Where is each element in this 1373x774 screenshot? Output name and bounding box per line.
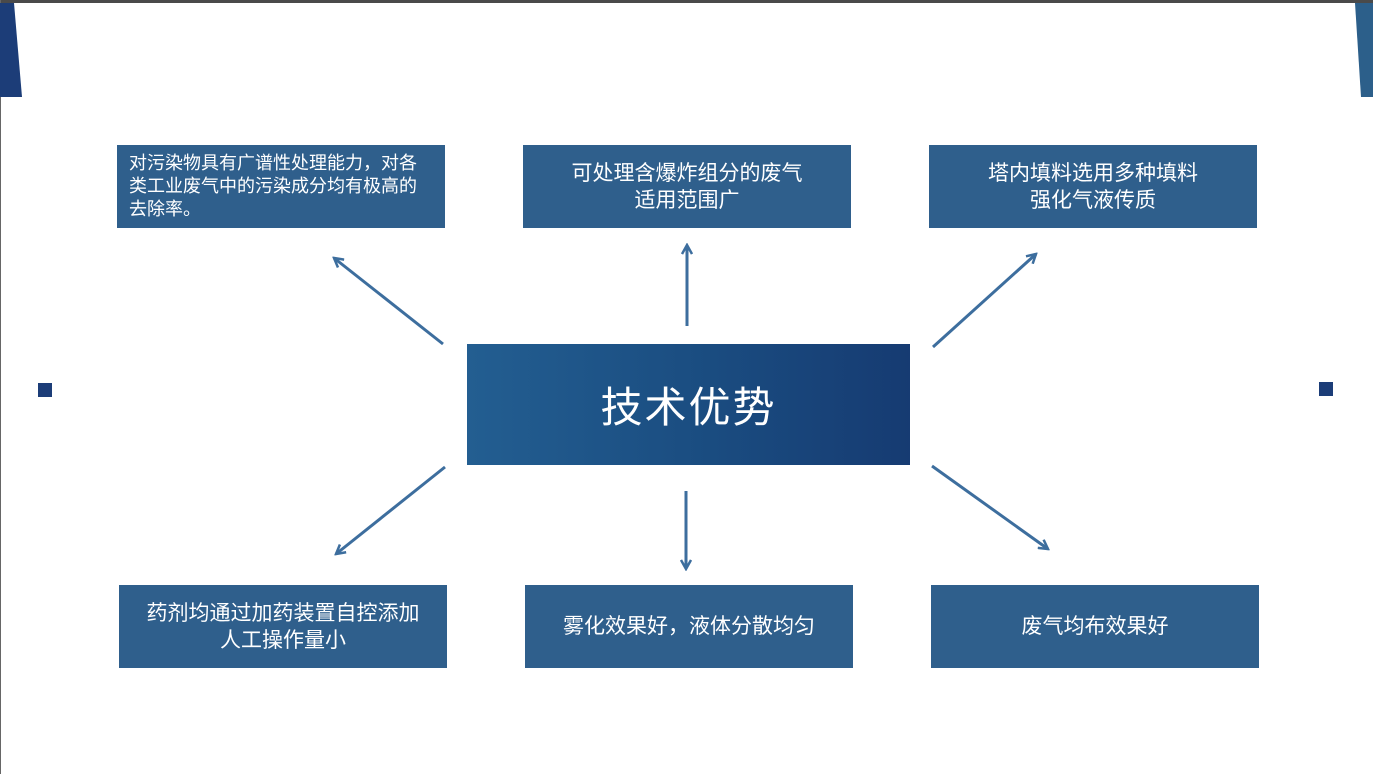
feature-text-packing-line2: 强化气液传质 (1030, 187, 1156, 212)
corner-decoration-right (1353, 3, 1373, 97)
feature-text-explosive-gas-line1: 可处理含爆炸组分的废气 (571, 160, 803, 185)
center-title-box: 技术优势 (467, 344, 910, 465)
feature-text-atomization: 雾化效果好，液体分散均匀 (563, 614, 815, 638)
feature-box-atomization: 雾化效果好，液体分散均匀 (525, 585, 853, 668)
feature-text-packing-line1: 塔内填料选用多种填料 (988, 160, 1198, 185)
feature-box-explosive-gas: 可处理含爆炸组分的废气 适用范围广 (523, 145, 851, 228)
feature-text-auto-dosing-line2: 人工操作量小 (220, 627, 346, 652)
top-border (0, 0, 1373, 3)
corner-decoration-left (0, 3, 24, 97)
feature-text-explosive-gas-line2: 适用范围广 (634, 187, 740, 212)
left-border (0, 0, 1, 774)
bullet-square-left (38, 383, 52, 397)
center-title: 技术优势 (600, 383, 777, 432)
bullet-square-right (1319, 382, 1333, 396)
feature-text-broad-spectrum: 对污染物具有广谱性处理能力，对各类工业废气中的污染成分均有极高的去除率。 (129, 153, 417, 220)
feature-box-packing: 塔内填料选用多种填料 强化气液传质 (929, 145, 1257, 228)
feature-text-gas-distribution: 废气均布效果好 (1021, 614, 1169, 638)
arrow-to-top-left (334, 258, 444, 346)
arrow-to-bottom-left (336, 465, 446, 554)
feature-text-auto-dosing-line1: 药剂均通过加药装置自控添加 (146, 600, 420, 625)
arrow-to-bottom-right (931, 464, 1048, 549)
feature-box-broad-spectrum: 对污染物具有广谱性处理能力，对各类工业废气中的污染成分均有极高的去除率。 (117, 145, 445, 228)
feature-box-gas-distribution: 废气均布效果好 (931, 585, 1259, 668)
feature-box-auto-dosing: 药剂均通过加药装置自控添加 人工操作量小 (119, 585, 447, 668)
arrow-to-top-right (931, 254, 1036, 349)
